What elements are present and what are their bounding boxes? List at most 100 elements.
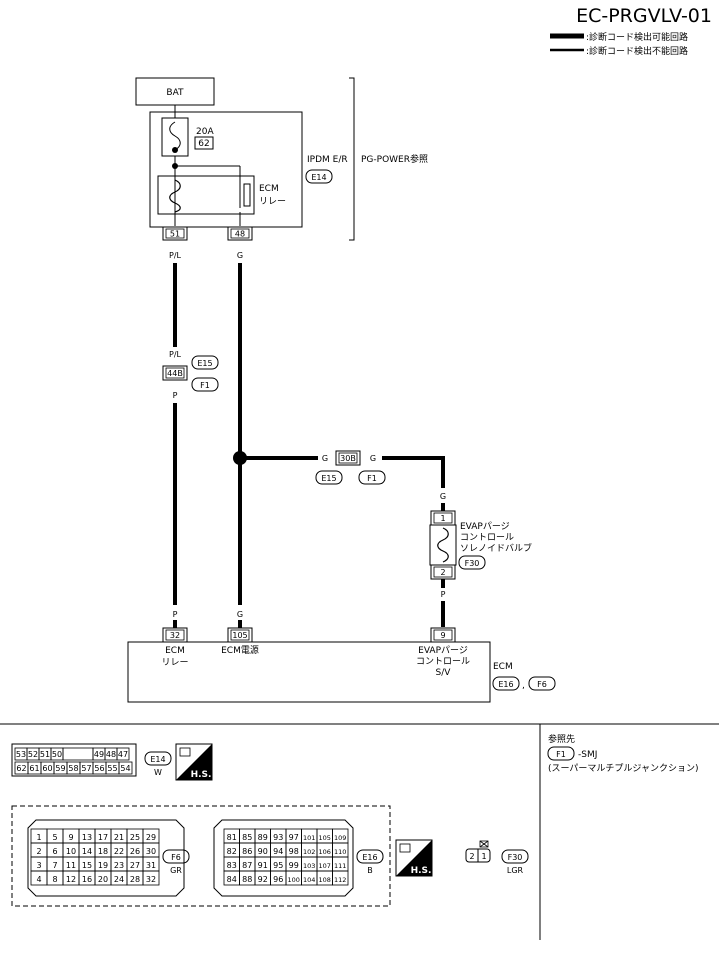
f6-pin: 9 [68,833,73,842]
e14-pin: 55 [107,764,117,773]
e14-pin: 61 [29,764,39,773]
e14-pin-cell [118,761,133,775]
e14-pin: 54 [120,764,130,773]
e16-pin: 110 [334,848,346,856]
fuse-amp: 20A [196,127,214,137]
f6-pin: 8 [52,875,57,884]
junction1-color-top: P/L [169,350,182,359]
e14-pin: 47 [118,750,128,759]
ipdm-pin-51 [162,226,188,241]
e16-pin-cell [332,870,349,886]
e14-pin: 57 [81,764,91,773]
ipdm-pin-51-label: 51 [170,230,180,239]
e16-pin: 94 [273,847,283,856]
f6-pin: 28 [130,875,140,884]
ipdm-reference: PG-POWER参照 [361,153,428,165]
f6-pin: 29 [146,833,156,842]
e16-pin: 99 [289,861,299,870]
ipdm-pin-48 [227,226,253,241]
e16-pin: 87 [242,861,252,870]
e16-color: B [367,866,373,875]
e16-pin: 97 [289,833,299,842]
f6-pin: 19 [98,861,108,870]
junction1-pin-label: 44B [167,369,183,378]
ecm-pin-32 [162,627,188,643]
legend-detectable-label: :診断コード検出可能回路 [586,31,688,43]
junction1-conn-a: E15 [197,359,212,368]
e16-pin: 90 [258,847,268,856]
e14-pin: 56 [94,764,104,773]
f6-pin: 13 [82,833,92,842]
ipdm-name: IPDM E/R [307,155,348,165]
e14-pin: 58 [68,764,78,773]
evap-wire-bot-color: P [441,590,446,599]
relay-coil [169,179,181,213]
reference-code: -SMJ [578,750,597,760]
evap-label-1: EVAPパージ [460,521,510,532]
e16-pin: 89 [258,833,268,842]
wire-color-pl-top: P/L [169,251,182,260]
ecm-box [127,641,491,703]
f6-pin: 17 [98,833,108,842]
e16-pin: 107 [319,862,331,870]
reference-desc: (スーパーマルチプルジャンクション) [548,763,698,774]
f6-pin: 10 [66,847,76,856]
e16-pin: 83 [227,861,237,870]
e14-blank-slot [62,747,94,761]
hs-label: H.S. [411,866,432,876]
f6-pin: 24 [114,875,124,884]
junction2-conn-b: F1 [367,474,377,483]
f6-pin: 11 [66,861,76,870]
ecm-pin-105-label: 105 [232,631,247,640]
hs-icon: H.S. [395,839,433,877]
evap-pin-1-label: 1 [440,514,445,523]
e16-pin: 109 [334,834,346,842]
ecm-pin32-desc-1: ECM [165,646,185,656]
e16-pin: 103 [303,862,315,870]
f6-pin: 14 [82,847,92,856]
e14-pin: 49 [94,750,104,759]
f6-pin: 31 [146,861,156,870]
junction2-color-left: G [322,454,328,463]
relay-contact [243,183,251,207]
e16-pin: 102 [303,848,315,856]
e16-pin: 91 [258,861,268,870]
e16-pin: 112 [334,876,346,884]
junction1-conn-b: F1 [200,381,210,390]
evap-label-3: ソレノイドバルブ [460,542,532,554]
ecm-connector-frame [11,805,391,907]
e14-conn-label: E14 [150,755,165,764]
evap-pin-2-label: 2 [440,568,445,577]
e16-pin: 106 [319,848,331,856]
wire-g-junction-to-evap [382,456,445,488]
e14-pin: 59 [55,764,65,773]
junction2-conn-a: E15 [321,474,336,483]
e16-pin: 93 [273,833,283,842]
e16-pin: 86 [242,847,252,856]
e16-pin: 105 [319,834,331,842]
reference-heading: 参照先 [548,733,575,745]
ecm-pin9-desc-2: コントロール [416,657,470,667]
reference-conn: F1 [556,750,566,759]
f6-pin: 2 [36,847,41,856]
f30-pin-1: 1 [481,852,486,861]
f6-pin: 26 [130,847,140,856]
e14-pin: 53 [16,750,26,759]
e16-pin: 84 [227,875,237,884]
f6-housing [27,819,185,897]
e14-housing [11,743,137,777]
e14-pin: 52 [28,750,38,759]
ecm-conn-separator: , [522,681,525,691]
e16-pin: 98 [289,847,299,856]
f6-pin: 7 [52,861,57,870]
ecm-pin-32-label: 32 [170,631,180,640]
e16-pin: 85 [242,833,252,842]
e16-pin: 104 [303,876,315,884]
ipdm-connector: E14 [311,173,326,182]
ecm-pin9-desc-3: S/V [436,668,452,678]
f6-pin: 20 [98,875,108,884]
